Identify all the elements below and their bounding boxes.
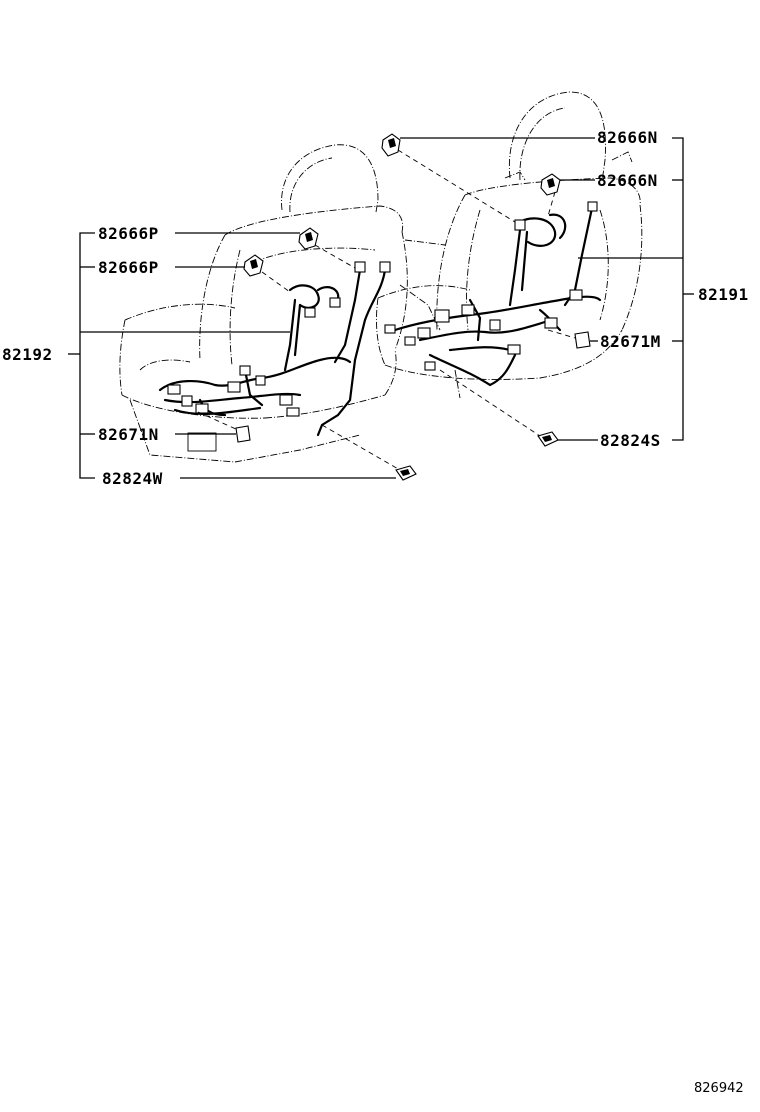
left-seat-wire-harness bbox=[158, 261, 391, 437]
clip-82666n-mid bbox=[540, 173, 561, 196]
clip-82824s bbox=[537, 431, 559, 447]
label-82824w: 82824W bbox=[102, 469, 163, 488]
label-82671n: 82671N bbox=[98, 425, 159, 444]
clip-82666p-top bbox=[298, 227, 319, 250]
assembly-dashed-lines bbox=[197, 149, 576, 471]
label-82666p-mid: 82666P bbox=[98, 258, 159, 277]
diagram-code: 826942 bbox=[694, 1081, 744, 1096]
label-82671m: 82671M bbox=[600, 332, 661, 351]
clip-82824w bbox=[395, 465, 417, 481]
right-seat-wire-harness bbox=[384, 201, 602, 387]
connector-82671n bbox=[235, 425, 251, 443]
label-82666p-top: 82666P bbox=[98, 224, 159, 243]
part-number-labels: 82666N 82666N 82666P 82666P 82191 82192 … bbox=[2, 128, 749, 488]
label-82192: 82192 bbox=[2, 345, 53, 364]
leader-lines bbox=[68, 137, 694, 479]
label-82824s: 82824S bbox=[600, 431, 661, 450]
connector-82671m bbox=[574, 331, 591, 349]
label-82191: 82191 bbox=[698, 285, 749, 304]
left-seat-outline bbox=[119, 144, 408, 463]
clip-82666p-mid bbox=[243, 254, 264, 277]
clip-82666n-top bbox=[381, 133, 401, 157]
label-82666n-top: 82666N bbox=[597, 128, 658, 147]
label-82666n-mid: 82666N bbox=[597, 171, 658, 190]
